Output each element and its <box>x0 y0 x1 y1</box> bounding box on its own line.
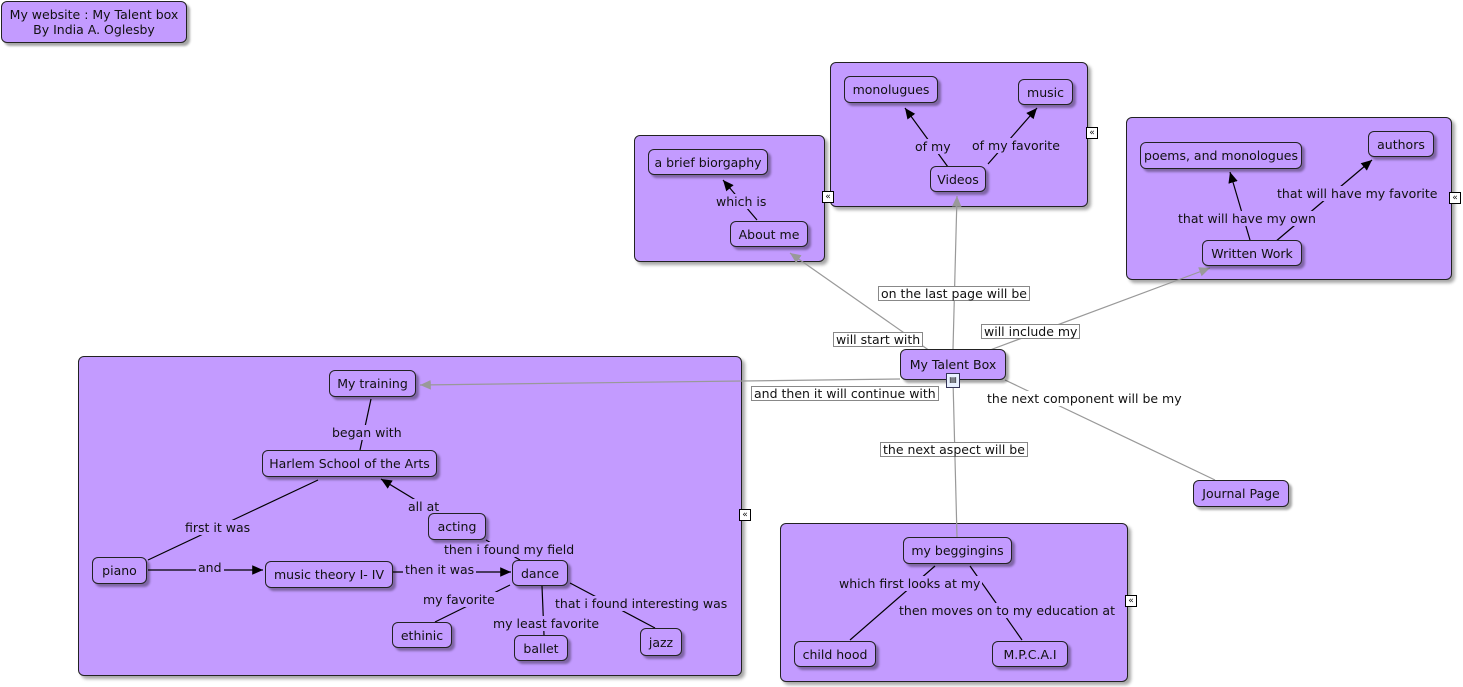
header-author: By India A. Oglesby <box>33 22 155 37</box>
link-label-my-favorite: my favorite <box>421 592 497 607</box>
link-label-next-component: the next component will be my <box>985 391 1184 406</box>
node-piano[interactable]: piano <box>92 557 147 584</box>
node-videos[interactable]: Videos <box>930 166 986 192</box>
collapse-icon[interactable]: « <box>1449 192 1461 204</box>
node-jazz[interactable]: jazz <box>640 628 682 656</box>
link-label-have-my-favorite: that will have my favorite <box>1275 186 1440 201</box>
link-label-continue-with: and then it will continue with <box>751 386 939 401</box>
link-label-then-moves-on: then moves on to my education at <box>897 603 1117 618</box>
link-label-began-with: began with <box>330 425 404 440</box>
node-my-training[interactable]: My training <box>329 370 416 397</box>
link-label-found-interesting: that i found interesting was <box>553 596 730 611</box>
node-music[interactable]: music <box>1018 79 1073 105</box>
node-dance[interactable]: dance <box>512 560 568 586</box>
document-icon[interactable]: ▤ <box>946 373 960 388</box>
node-written-work[interactable]: Written Work <box>1202 240 1302 266</box>
link-label-my-least-favorite: my least favorite <box>491 616 602 631</box>
node-journal-page[interactable]: Journal Page <box>1193 480 1289 507</box>
node-harlem[interactable]: Harlem School of the Arts <box>262 450 437 477</box>
collapse-icon[interactable]: « <box>739 509 751 521</box>
collapse-icon[interactable]: « <box>1086 127 1098 139</box>
node-monologues[interactable]: monolugues <box>844 76 938 103</box>
node-childhood[interactable]: child hood <box>794 641 876 667</box>
node-about-me[interactable]: About me <box>730 221 808 247</box>
node-mpcai[interactable]: M.P.C.A.I <box>992 641 1068 667</box>
node-ballet[interactable]: ballet <box>514 635 568 661</box>
node-biography[interactable]: a brief biorgaphy <box>648 149 768 175</box>
collapse-icon[interactable]: « <box>1125 595 1137 607</box>
node-music-theory[interactable]: music theory I- IV <box>265 561 393 588</box>
link-label-then-it-was: then it was <box>403 562 477 577</box>
link-label-on-last-page: on the last page will be <box>878 286 1030 301</box>
header-node: My website : My Talent box By India A. O… <box>1 1 187 43</box>
link-label-then-found-field: then i found my field <box>442 542 577 557</box>
header-title: My website : My Talent box <box>9 7 179 22</box>
node-acting[interactable]: acting <box>428 513 486 540</box>
link-label-first-it-was: first it was <box>183 520 253 535</box>
link-label-of-my: of my <box>913 139 953 154</box>
node-ethinic[interactable]: ethinic <box>392 622 452 648</box>
link-label-all-at: all at <box>406 499 442 514</box>
node-authors[interactable]: authors <box>1368 131 1434 157</box>
node-my-beginnings[interactable]: my beggingins <box>903 537 1012 564</box>
link-label-which-first-looks: which first looks at my <box>837 576 983 591</box>
link-label-have-my-own: that will have my own <box>1176 211 1318 226</box>
link-label-will-include-my: will include my <box>981 324 1081 339</box>
link-label-next-aspect: the next aspect will be <box>880 442 1028 457</box>
link-label-which-is: which is <box>714 194 769 209</box>
link-label-will-start-with: will start with <box>833 332 924 347</box>
node-my-talent-box[interactable]: My Talent Box <box>900 349 1006 380</box>
link-label-of-my-favorite: of my favorite <box>970 138 1062 153</box>
node-poems[interactable]: poems, and monologues <box>1140 142 1302 169</box>
link-label-and: and <box>196 560 224 575</box>
collapse-icon[interactable]: « <box>822 191 834 203</box>
